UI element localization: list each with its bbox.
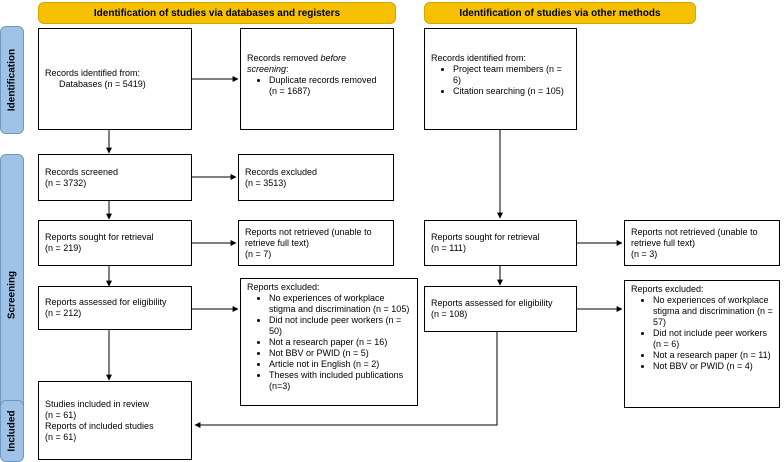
db-records-screened-box: Records screened (n = 3732) [38,154,192,201]
db-reason-not-english: Article not in English (n = 2) [269,359,411,370]
db-screened-count: (n = 3732) [45,177,87,188]
db-reports-excluded-list: No experiences of workplace stigma and d… [247,293,411,392]
db-records-identified-box: Records identified from: Databases (n = … [38,28,192,130]
db-reports-assessed-box: Reports assessed for eligibility (n = 21… [38,286,192,330]
included-reports-label: Reports of included studies [45,420,154,431]
other-not-retrieved-count: (n = 3) [631,248,658,259]
other-reason-not-bbv: Not BBV or PWID (n = 4) [653,361,773,372]
db-reports-not-retrieved-box: Reports not retrieved (unable to retriev… [238,220,394,266]
included-studies-count: (n = 61) [45,409,77,420]
header-databases: Identification of studies via databases … [38,2,396,24]
other-reports-not-retrieved-box: Reports not retrieved (unable to retriev… [624,220,780,266]
other-sought-count: (n = 111) [431,243,466,253]
db-removed-duplicates: Duplicate records removed (n = 1687) [269,75,387,97]
db-removed-list: Duplicate records removed (n = 1687) [247,75,387,97]
db-reports-excluded-title: Reports excluded: [247,282,320,292]
db-reason-no-experiences: No experiences of workplace stigma and d… [269,293,411,315]
db-reports-sought-box: Reports sought for retrieval (n = 219) [38,220,192,266]
db-reason-no-peer-workers: Did not include peer workers (n = 50) [269,315,411,337]
db-screened-title: Records screened [45,166,119,177]
db-excluded-title: Records excluded [245,166,318,177]
other-reports-sought-box: Reports sought for retrieval (n = 111) [424,220,577,266]
other-source-citation: Citation searching (n = 105) [453,86,570,97]
db-records-excluded-box: Records excluded (n = 3513) [238,154,394,201]
db-sought-title: Reports sought for retrieval [45,232,154,242]
db-not-retrieved-title: Reports not retrieved (unable to retriev… [245,226,372,248]
db-reason-theses: Theses with included publications (n=3) [269,370,411,392]
db-records-removed-box: Records removed before screening: Duplic… [240,28,394,130]
other-reports-excluded-list: No experiences of workplace stigma and d… [631,295,773,372]
db-identified-title: Records identified from: [45,68,141,78]
other-not-retrieved-title: Reports not retrieved (unable to retriev… [631,226,758,248]
other-reason-not-research: Not a research paper (n = 11) [653,350,773,361]
other-reports-excluded-box: Reports excluded: No experiences of work… [624,280,780,408]
included-studies-box: Studies included in review (n = 61) Repo… [38,381,192,460]
included-reports-count: (n = 61) [45,431,77,442]
other-reason-no-experiences: No experiences of workplace stigma and d… [653,295,773,328]
db-reports-excluded-box: Reports excluded: No experiences of work… [240,278,418,406]
other-records-identified-box: Records identified from: Project team me… [424,28,577,130]
other-sought-title: Reports sought for retrieval [431,232,540,242]
db-assessed-count: (n = 212) [45,308,82,318]
other-identified-list: Project team members (n = 6) Citation se… [431,64,570,97]
db-excluded-count: (n = 3513) [245,177,287,188]
other-reports-excluded-title: Reports excluded: [631,284,704,294]
db-reason-not-bbv: Not BBV or PWID (n = 5) [269,348,411,359]
other-reason-no-peer-workers: Did not include peer workers (n = 6) [653,328,773,350]
other-assessed-count: (n = 108) [431,309,468,319]
other-reports-assessed-box: Reports assessed for eligibility (n = 10… [424,286,577,332]
phase-included: Included [0,400,24,462]
db-reason-not-research: Not a research paper (n = 16) [269,337,411,348]
db-identified-databases: Databases (n = 5419) [59,79,146,89]
other-assessed-title: Reports assessed for eligibility [431,298,553,308]
phase-identification: Identification [0,26,24,134]
db-not-retrieved-count: (n = 7) [245,248,272,259]
db-assessed-title: Reports assessed for eligibility [45,297,167,307]
db-sought-count: (n = 219) [45,243,82,253]
header-other-methods: Identification of studies via other meth… [424,2,696,24]
db-removed-title: Records removed before screening: [247,53,347,74]
other-identified-title: Records identified from: [431,53,527,63]
phase-screening: Screening [0,154,24,436]
included-studies-label: Studies included in review [45,398,150,409]
other-source-project-team: Project team members (n = 6) [453,64,570,86]
